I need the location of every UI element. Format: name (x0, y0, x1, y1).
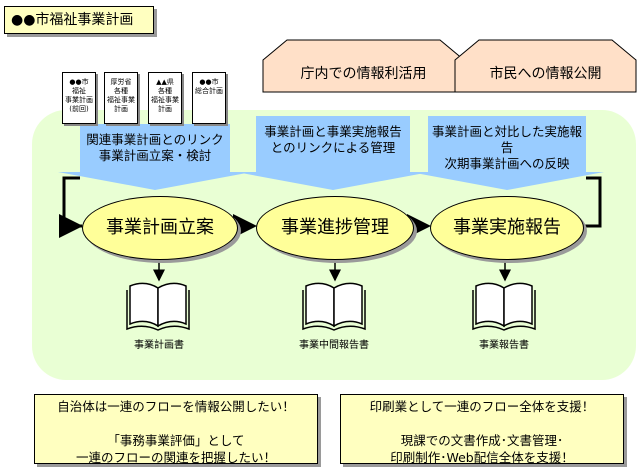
source-document: ●●市 総合計画 (192, 72, 226, 124)
source-document: ▲▲県 各種 福祉事業 計画 (148, 72, 182, 124)
publish-label-public: 市民への情報公開 (489, 66, 602, 82)
info-box-reporting: 事業計画と対比した実施報告 次期事業計画への反映 (428, 116, 586, 171)
publish-house-public (454, 39, 637, 93)
book-icon (472, 282, 536, 331)
note-printing-industry: 印刷業として一連のフロー全体を支援！ 現課での文書作成･文書管理･ 印刷制作･W… (340, 394, 624, 465)
book-label: 事業中間報告書 (299, 340, 369, 351)
stage-planning: 事業計画立案 (82, 196, 238, 260)
info-box-management: 事業計画と事業実施報告 とのリンクによる管理 (256, 116, 410, 162)
stage-progress: 事業進捗管理 (256, 196, 414, 260)
book-arrows (153, 262, 511, 282)
book-icon (126, 282, 190, 331)
stage-report: 事業実施報告 (430, 196, 584, 260)
info-box-planning: 関連事業計画とのリンク 事業計画立案・検討 (80, 124, 230, 170)
publish-label-internal: 庁内での情報利活用 (300, 66, 427, 82)
book-icon (302, 282, 366, 331)
source-document: ●●市 福祉 事業計画 (前回) (62, 72, 96, 124)
diagram-title: ●●市福祉事業計画 (4, 6, 154, 34)
source-document: 厚労省 各種 福祉事業 計画 (104, 72, 138, 124)
book-label: 事業計画書 (134, 340, 184, 351)
note-municipality: 自治体は一連のフローを情報公開したい！ 「事務事業評価」として 一連のフローの関… (34, 394, 318, 465)
book-label: 事業報告書 (479, 340, 529, 351)
flow-connectors (59, 176, 602, 238)
